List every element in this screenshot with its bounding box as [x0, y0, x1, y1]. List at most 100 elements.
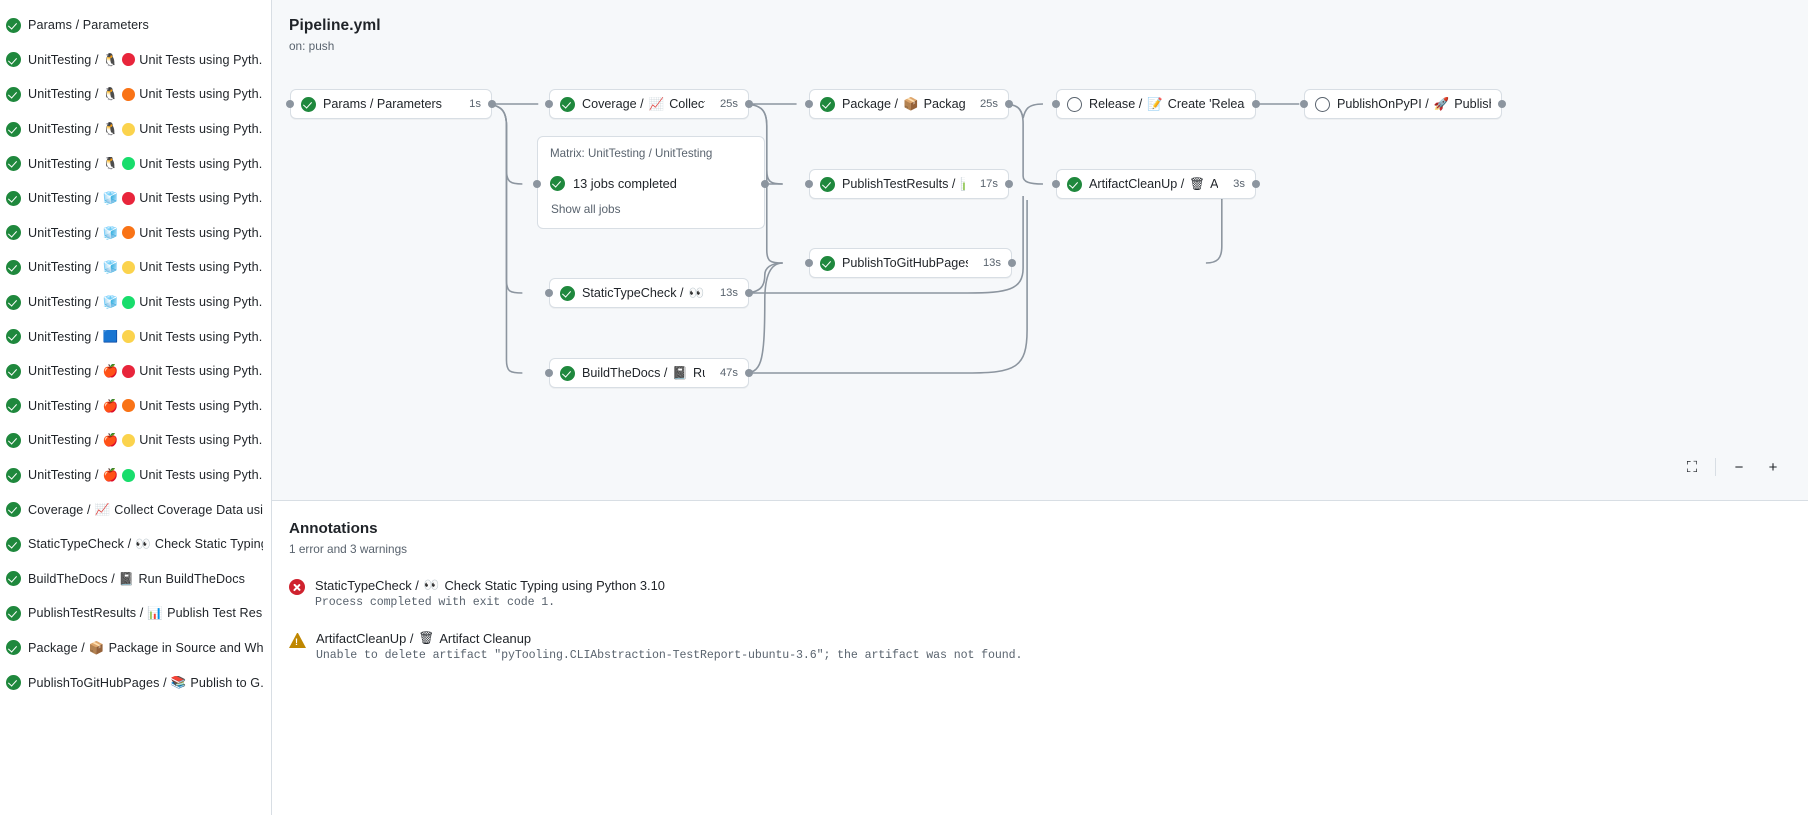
- workflow-graph-panel: Pipeline.yml on: push: [272, 0, 1808, 500]
- sidebar-job-item[interactable]: PublishTestResults / 📊Publish Test Resu.…: [0, 596, 271, 631]
- annotation-item[interactable]: ArtifactCleanUp / 🗑Artifact CleanupUnabl…: [289, 631, 1808, 662]
- success-check-icon: [301, 96, 316, 112]
- success-check-icon: [560, 365, 575, 381]
- sidebar-job-item[interactable]: UnitTesting / 🧊Unit Tests using Pyth...: [0, 216, 271, 251]
- platform-emoji-icon: 🍎: [102, 468, 119, 482]
- matrix-input-port: [533, 180, 541, 188]
- graph-node-testresults[interactable]: PublishTestResults / 📊Pu...17s: [809, 169, 1009, 199]
- python-version-dot-icon: [122, 53, 136, 67]
- graph-node-coverage[interactable]: Coverage / 📈Collect Cove...25s: [549, 89, 749, 119]
- job-prefix: BuildTheDocs /: [28, 571, 115, 586]
- sidebar-job-item[interactable]: UnitTesting / 🍎Unit Tests using Pyth...: [0, 423, 271, 458]
- workflow-trigger: on: push: [289, 39, 335, 53]
- warning-icon: [289, 633, 306, 648]
- annotation-message: Process completed with exit code 1.: [315, 596, 556, 609]
- sidebar-job-item[interactable]: Coverage / 📈Collect Coverage Data usi...: [0, 492, 271, 527]
- platform-emoji-icon: 🧊: [102, 191, 119, 206]
- job-suffix: Unit Tests using Pyth...: [139, 433, 263, 448]
- zoom-in-button[interactable]: +: [1762, 456, 1784, 478]
- node-output-port: [1005, 100, 1013, 108]
- success-check-icon: [1067, 176, 1082, 192]
- sidebar-job-item[interactable]: UnitTesting / 🐧Unit Tests using Pyth...: [0, 43, 271, 78]
- success-check-icon: [6, 536, 21, 552]
- success-check-icon: [6, 432, 21, 448]
- sidebar-job-item[interactable]: UnitTesting / 🍎Unit Tests using Pyth...: [0, 354, 271, 389]
- zoom-controls[interactable]: ⛶ − +: [1681, 456, 1784, 478]
- graph-node-typecheck[interactable]: StaticTypeCheck / 👀Chec...13s: [549, 278, 749, 308]
- job-suffix: Run BuildTheDocs: [138, 571, 246, 586]
- node-output-port: [1498, 100, 1506, 108]
- python-version-dot-icon: [122, 260, 136, 274]
- fit-to-screen-button[interactable]: ⛶: [1681, 456, 1703, 478]
- sidebar-job-label: UnitTesting / 🍎Unit Tests using Pyth...: [28, 433, 263, 447]
- job-prefix: PublishToGitHubPages /: [28, 675, 167, 690]
- job-suffix: Unit Tests using Pyth...: [139, 329, 263, 344]
- node-label-prefix: PublishOnPyPI /: [1337, 97, 1429, 111]
- node-input-port: [1300, 100, 1308, 108]
- annotations-summary: 1 error and 3 warnings: [289, 542, 408, 556]
- show-all-jobs-link[interactable]: Show all jobs: [551, 202, 621, 216]
- sidebar-job-label: PublishToGitHubPages / 📚Publish to G...: [28, 676, 263, 690]
- node-output-port: [488, 100, 496, 108]
- sidebar-job-label: UnitTesting / 🍎Unit Tests using Pyth...: [28, 364, 263, 378]
- skipped-circle-icon: [1315, 96, 1330, 112]
- sidebar-job-item[interactable]: Package / 📦Package in Source and Wh...: [0, 631, 271, 666]
- sidebar-job-label: UnitTesting / 🐧Unit Tests using Pyth...: [28, 122, 263, 136]
- node-label-tail: Create 'Release P...: [1167, 97, 1245, 111]
- platform-emoji-icon: 🍎: [102, 398, 119, 413]
- annotation-job: StaticTypeCheck / 👀Check Static Typing u…: [315, 578, 665, 593]
- graph-node-cleanup[interactable]: ArtifactCleanUp / 🗑Artifac...3s: [1056, 169, 1256, 199]
- node-label-prefix: PublishToGitHubPages /: [842, 256, 968, 270]
- graph-node-ghpages[interactable]: PublishToGitHubPages / 📚...13s: [809, 248, 1012, 278]
- job-prefix: Coverage /: [28, 502, 91, 517]
- sidebar-job-item[interactable]: UnitTesting / 🐧Unit Tests using Pyth...: [0, 112, 271, 147]
- sidebar-job-item[interactable]: PublishToGitHubPages / 📚Publish to G...: [0, 665, 271, 700]
- graph-node-package[interactable]: Package / 📦Package in So...25s: [809, 89, 1009, 119]
- sidebar-job-label: Package / 📦Package in Source and Wh...: [28, 641, 263, 655]
- graph-node-builddocs[interactable]: BuildTheDocs / 📓Run Buil...47s: [549, 358, 749, 388]
- sidebar-job-item[interactable]: UnitTesting / 🧊Unit Tests using Pyth...: [0, 250, 271, 285]
- platform-emoji-icon: 🧊: [102, 295, 119, 309]
- job-prefix: UnitTesting /: [28, 191, 99, 206]
- annotation-item[interactable]: StaticTypeCheck / 👀Check Static Typing u…: [289, 578, 1808, 609]
- sidebar-job-item[interactable]: UnitTesting / 🧊Unit Tests using Pyth...: [0, 285, 271, 320]
- graph-node-release[interactable]: Release / 📝Create 'Release P...: [1056, 89, 1256, 119]
- platform-emoji-icon: 📈: [94, 502, 111, 517]
- node-label-tail: Package in So...: [923, 97, 965, 111]
- node-label-tail: Publish to ...: [1454, 97, 1491, 111]
- sidebar-job-item[interactable]: StaticTypeCheck / 👀Check Static Typing..…: [0, 527, 271, 562]
- node-label-prefix: Params / Parameters: [323, 97, 442, 111]
- job-prefix: UnitTesting /: [28, 329, 99, 344]
- python-version-dot-icon: [122, 295, 136, 309]
- graph-node-pypi[interactable]: PublishOnPyPI / 🚀Publish to ...: [1304, 89, 1502, 119]
- graph-header: Pipeline.yml on: push: [272, 0, 1808, 53]
- platform-emoji-icon: 👀: [135, 537, 151, 551]
- sidebar-job-item[interactable]: UnitTesting / 🍎Unit Tests using Pyth...: [0, 458, 271, 493]
- sidebar-job-item[interactable]: UnitTesting / 🐧Unit Tests using Pyth...: [0, 77, 271, 112]
- node-output-port: [745, 369, 753, 377]
- success-check-icon: [6, 640, 21, 656]
- success-check-icon: [560, 285, 575, 301]
- matrix-jobs-row: 13 jobs completed: [550, 176, 752, 191]
- python-version-dot-icon: [122, 226, 136, 240]
- sidebar-job-item[interactable]: BuildTheDocs / 📓Run BuildTheDocs: [0, 562, 271, 597]
- job-prefix: Package /: [28, 640, 85, 655]
- sidebar-job-item[interactable]: Params / Parameters: [0, 8, 271, 43]
- zoom-out-button[interactable]: −: [1728, 456, 1750, 478]
- job-prefix: UnitTesting /: [28, 52, 99, 67]
- annotations-list: StaticTypeCheck / 👀Check Static Typing u…: [289, 578, 1808, 662]
- success-check-icon: [6, 363, 21, 379]
- sidebar-job-item[interactable]: UnitTesting / 🐧Unit Tests using Pyth...: [0, 146, 271, 181]
- job-prefix: UnitTesting /: [28, 398, 99, 413]
- graph-edges: [482, 103, 1300, 374]
- sidebar-job-item[interactable]: UnitTesting / 🧊Unit Tests using Pyth...: [0, 181, 271, 216]
- sidebar-job-item[interactable]: UnitTesting / 🍎 Unit Tests using Pyth...: [0, 389, 271, 424]
- job-suffix: Unit Tests using Pyth...: [139, 398, 263, 413]
- platform-emoji-icon: 🧊: [102, 225, 119, 240]
- sidebar-job-item[interactable]: UnitTesting / 🟦Unit Tests using Pyth...: [0, 319, 271, 354]
- python-version-dot-icon: [122, 364, 136, 378]
